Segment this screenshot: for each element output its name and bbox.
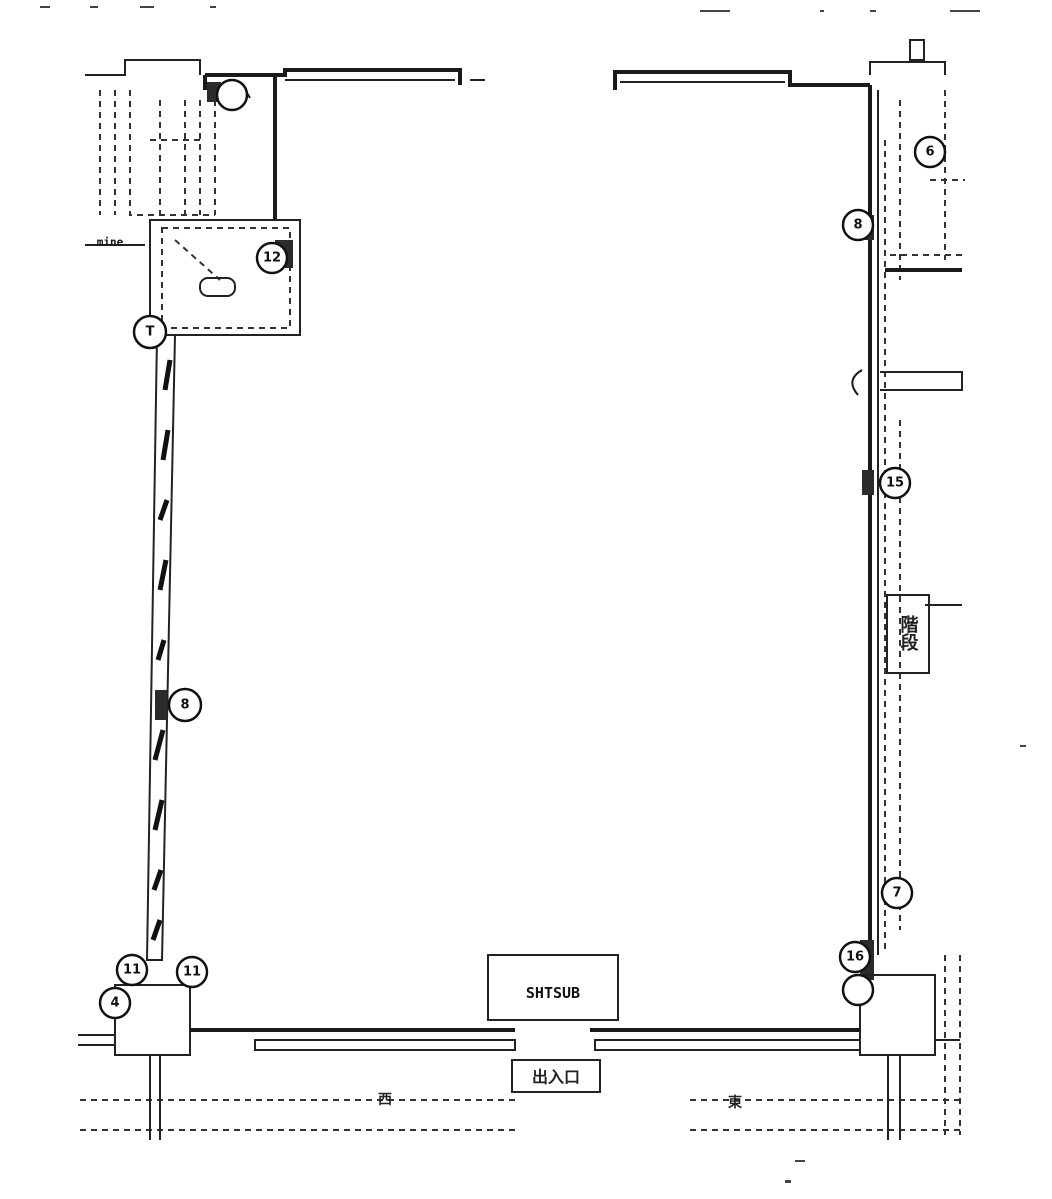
right-side-box: 階段 — [886, 594, 930, 674]
bottom-left-mark: 西 — [378, 1092, 392, 1108]
marker-top-left — [215, 78, 249, 112]
markers-group: 12 T 8 11 11 4 6 8 — [98, 78, 947, 1020]
bottom-right-mark: 東 — [728, 1094, 742, 1111]
svg-text:16: 16 — [846, 950, 864, 965]
direction-marks: 西 東 — [378, 1092, 742, 1111]
marker-right-middle: 15 — [878, 466, 912, 500]
marker-left-middle: 8 — [167, 687, 203, 723]
marker-bottom-right-a: 16 — [838, 940, 872, 974]
marker-right-top-corner: 6 — [913, 135, 947, 169]
svg-text:15: 15 — [886, 476, 904, 491]
marker-bottom-right-b — [841, 973, 875, 1007]
top-wall-right — [613, 70, 870, 90]
entrance-sign-label: 出入口 — [532, 1068, 580, 1087]
svg-text:T: T — [146, 325, 155, 340]
upper-small-room — [149, 219, 301, 336]
marker-bottom-left-b: 11 — [175, 955, 209, 989]
entrance: SHTSUB 出入口 — [487, 954, 619, 1093]
scan-noise — [40, 6, 1026, 1183]
top-left-scribble: mine — [97, 236, 124, 249]
svg-text:8: 8 — [180, 698, 189, 713]
svg-text:11: 11 — [183, 965, 201, 980]
svg-text:8: 8 — [853, 218, 862, 233]
top-left-annex: mine — [85, 59, 216, 249]
marker-left-upper: T — [132, 314, 168, 350]
bottom-wall — [78, 955, 961, 1140]
svg-text:6: 6 — [925, 145, 934, 160]
marker-right-upper: 8 — [841, 208, 875, 242]
svg-text:4: 4 — [110, 996, 119, 1011]
entrance-box-label: SHTSUB — [526, 984, 580, 1002]
svg-text:7: 7 — [892, 886, 901, 901]
svg-text:11: 11 — [123, 963, 141, 978]
marker-bottom-left-a: 11 — [115, 953, 149, 987]
marker-bottom-left-c: 4 — [98, 986, 132, 1020]
svg-text:12: 12 — [263, 251, 281, 266]
marker-right-lower: 7 — [880, 876, 914, 910]
marker-upper-room: 12 — [255, 241, 289, 275]
left-wall — [145, 334, 177, 961]
right-side-box-label: 階段 — [898, 615, 919, 652]
right-annex — [869, 39, 965, 930]
